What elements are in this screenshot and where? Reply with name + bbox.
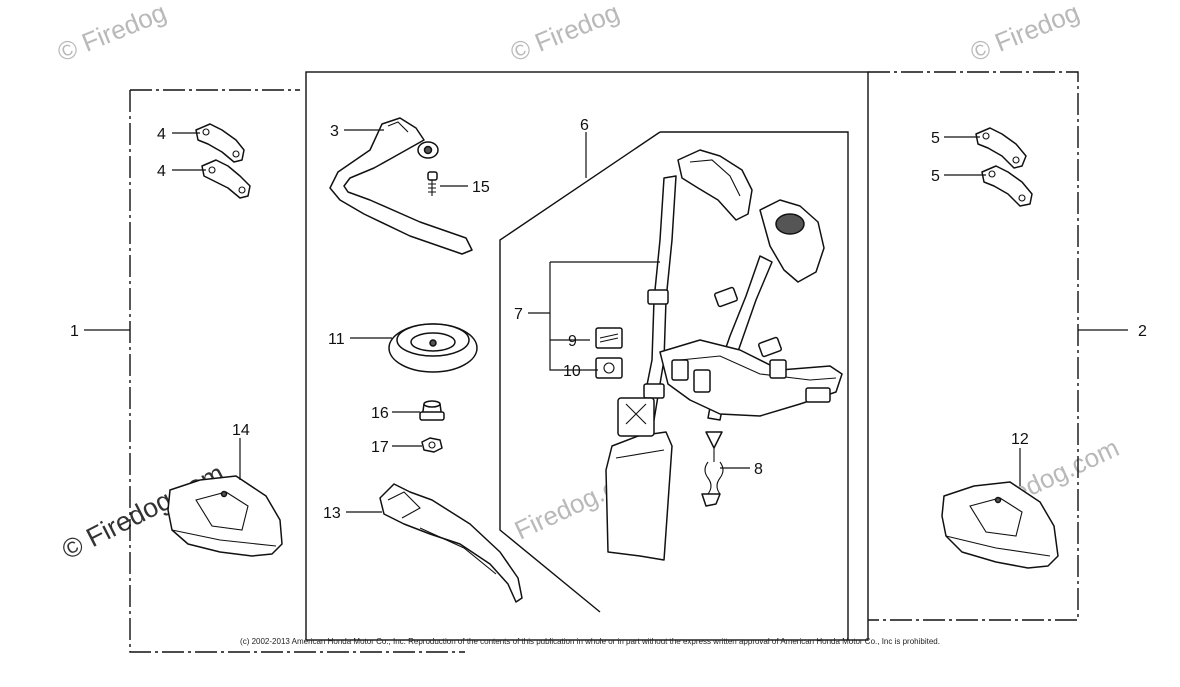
center-frame xyxy=(305,71,869,641)
callout-4-lower: 4 xyxy=(157,163,166,180)
harness-part-6 xyxy=(605,149,843,561)
nut-part-17 xyxy=(421,437,443,453)
copyright-notice: (c) 2002-2013 American Honda Motor Co., … xyxy=(240,637,940,646)
clamp-part-5-lower xyxy=(981,165,1033,207)
hook-part-8 xyxy=(701,431,724,507)
bracket-part-13 xyxy=(379,483,523,603)
callout-7: 7 xyxy=(514,306,523,323)
plate-part-9 xyxy=(595,327,623,349)
callout-13: 13 xyxy=(323,505,341,522)
watermark-top-center: © Firedog xyxy=(506,0,623,68)
guard-part-14 xyxy=(167,475,283,557)
left-frame xyxy=(129,89,465,653)
watermark-top-left: © Firedog xyxy=(53,0,170,68)
guard-part-12 xyxy=(941,481,1059,569)
screw-part-15 xyxy=(427,171,438,196)
callout-10: 10 xyxy=(563,363,581,380)
leader-7-bracket xyxy=(549,261,660,371)
callout-17: 17 xyxy=(371,439,389,456)
handle-part-3 xyxy=(329,117,473,255)
right-frame xyxy=(868,71,1079,621)
clamp-part-5-upper xyxy=(975,127,1027,169)
callout-1: 1 xyxy=(70,323,79,340)
callout-5-lower: 5 xyxy=(931,168,940,185)
watermark-top-right: © Firedog xyxy=(966,0,1083,68)
callout-11: 11 xyxy=(328,331,345,348)
collar-part-16 xyxy=(419,400,445,421)
cup-part-11 xyxy=(388,323,478,373)
clamp-part-4-lower xyxy=(201,159,251,199)
callout-5-upper: 5 xyxy=(931,130,940,147)
callout-3: 3 xyxy=(330,123,339,140)
clamp-part-4-upper xyxy=(195,123,245,163)
callout-4-upper: 4 xyxy=(157,126,166,143)
callout-12: 12 xyxy=(1011,431,1029,448)
harness-frame xyxy=(499,131,849,640)
callout-16: 16 xyxy=(371,405,389,422)
callout-9: 9 xyxy=(568,333,577,350)
callout-2: 2 xyxy=(1138,323,1147,340)
callout-8: 8 xyxy=(754,461,763,478)
plate-part-10 xyxy=(595,357,623,379)
callout-15: 15 xyxy=(472,179,490,196)
callout-14: 14 xyxy=(232,422,250,439)
callout-6: 6 xyxy=(580,117,589,134)
